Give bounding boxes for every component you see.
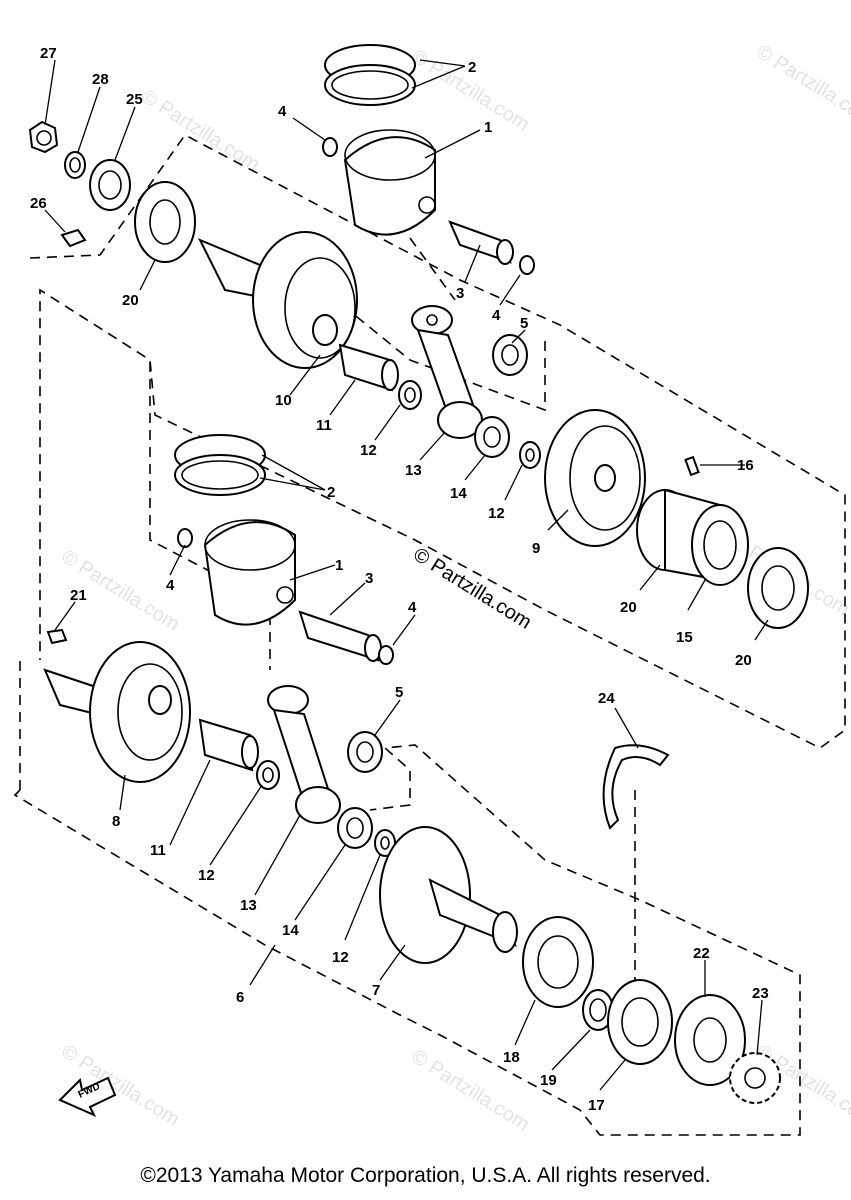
part-1-piston-lower <box>203 519 296 626</box>
part-21-key <box>46 628 68 645</box>
part-14-big-end-bearing-upper <box>474 416 510 458</box>
upper-crank-outline <box>29 133 846 749</box>
callout-10: 10 <box>275 392 292 409</box>
callout-6: 6 <box>236 989 244 1006</box>
callout-20: 20 <box>620 599 637 616</box>
callout-2: 2 <box>468 59 476 76</box>
part-5-small-end-bearing-lower <box>347 731 383 773</box>
callout-4: 4 <box>166 577 175 594</box>
part-14-big-end-bearing-lower <box>337 807 373 849</box>
callout-19: 19 <box>540 1072 557 1089</box>
callout-12: 12 <box>360 442 377 459</box>
part-27-nut <box>28 120 59 154</box>
part-13-conrod-lower <box>267 685 341 824</box>
center-outline <box>329 294 546 412</box>
part-17-bearing <box>607 979 673 1065</box>
callout-12: 12 <box>488 505 505 522</box>
callout-23: 23 <box>752 985 769 1002</box>
part-3-piston-pin-upper <box>448 220 514 265</box>
callout-labels: 27 28 25 26 20 2 4 1 3 4 5 10 11 12 13 1… <box>30 45 769 1114</box>
callout-27: 27 <box>40 45 57 62</box>
callout-13: 13 <box>240 897 257 914</box>
part-20-bearing-right <box>747 547 809 629</box>
part-12-shim-b <box>519 441 541 469</box>
part-9-crank-wheel <box>544 409 646 547</box>
part-12-shim-a <box>398 380 422 410</box>
callout-1: 1 <box>335 557 343 574</box>
part-4-clip-upper <box>322 137 338 157</box>
leader-lines <box>44 59 769 1091</box>
callout-28: 28 <box>92 71 109 88</box>
part-12-shim-c <box>256 760 280 790</box>
rod-guide-line <box>409 237 456 301</box>
callout-16: 16 <box>737 457 754 474</box>
callout-11: 11 <box>150 842 166 859</box>
callout-5: 5 <box>520 315 528 332</box>
callout-20: 20 <box>735 652 752 669</box>
assembly-outlines <box>13 133 846 1136</box>
callout-7: 7 <box>372 982 380 999</box>
watermark: © Partzilla.com <box>137 86 263 176</box>
part-1-piston-upper <box>343 129 436 236</box>
callout-11: 11 <box>316 417 332 434</box>
watermark: © Partzilla.com <box>752 41 851 131</box>
part-3-piston-pin-lower <box>298 610 382 662</box>
part-4-clip-lower <box>177 528 193 548</box>
callout-22: 22 <box>693 945 710 962</box>
part-8-crank-wheel <box>43 641 191 783</box>
part-22-oil-seal <box>674 994 746 1086</box>
part-13-conrod-upper <box>411 305 483 439</box>
callout-21: 21 <box>70 587 87 604</box>
fwd-arrow: FWD <box>58 1076 117 1118</box>
part-4-clip-upper-right <box>519 255 535 275</box>
part-10-crank-wheel <box>197 231 358 369</box>
part-25-oil-seal <box>89 159 131 211</box>
callout-25: 25 <box>126 91 143 108</box>
callout-13: 13 <box>405 462 422 479</box>
part-28-washer <box>64 151 86 179</box>
part-24-ring <box>602 744 670 830</box>
part-2-piston-rings-lower <box>174 434 266 496</box>
callout-24: 24 <box>598 690 615 707</box>
callout-3: 3 <box>456 285 464 302</box>
part-11-crank-pin-upper <box>338 343 399 392</box>
callout-20: 20 <box>122 292 139 309</box>
part-15-center-seal <box>636 488 749 586</box>
callout-12: 12 <box>332 949 349 966</box>
callout-2: 2 <box>327 484 335 501</box>
part-4-clip-lower-right <box>378 645 394 665</box>
part-11-crank-pin-lower <box>198 718 259 772</box>
watermark-main: © Partzilla.com <box>409 544 535 634</box>
part-16-pin <box>684 455 700 477</box>
copyright-notice: ©2013 Yamaha Motor Corporation, U.S.A. A… <box>140 1164 711 1187</box>
part-5-small-end-bearing-upper <box>492 334 528 376</box>
callout-8: 8 <box>112 813 120 830</box>
callout-15: 15 <box>676 629 693 646</box>
lower-crank-outline <box>13 744 801 1136</box>
callout-5: 5 <box>395 684 403 701</box>
part-7-crank-wheel <box>379 826 518 964</box>
callout-12: 12 <box>198 867 215 884</box>
part-20-bearing-upper <box>134 181 196 263</box>
part-18-bearing <box>522 916 594 1008</box>
callout-14: 14 <box>450 485 467 502</box>
callout-17: 17 <box>588 1097 605 1114</box>
callout-14: 14 <box>282 922 299 939</box>
callout-4: 4 <box>278 103 287 120</box>
callout-26: 26 <box>30 195 47 212</box>
callout-4: 4 <box>492 307 501 324</box>
callout-4: 4 <box>408 599 417 616</box>
part-23-sprocket <box>729 1052 781 1104</box>
part-2-piston-rings-upper <box>324 44 416 106</box>
callout-9: 9 <box>532 540 540 557</box>
part-26-key <box>60 228 87 248</box>
callout-18: 18 <box>503 1049 520 1066</box>
callout-3: 3 <box>365 570 373 587</box>
callout-1: 1 <box>484 119 492 136</box>
